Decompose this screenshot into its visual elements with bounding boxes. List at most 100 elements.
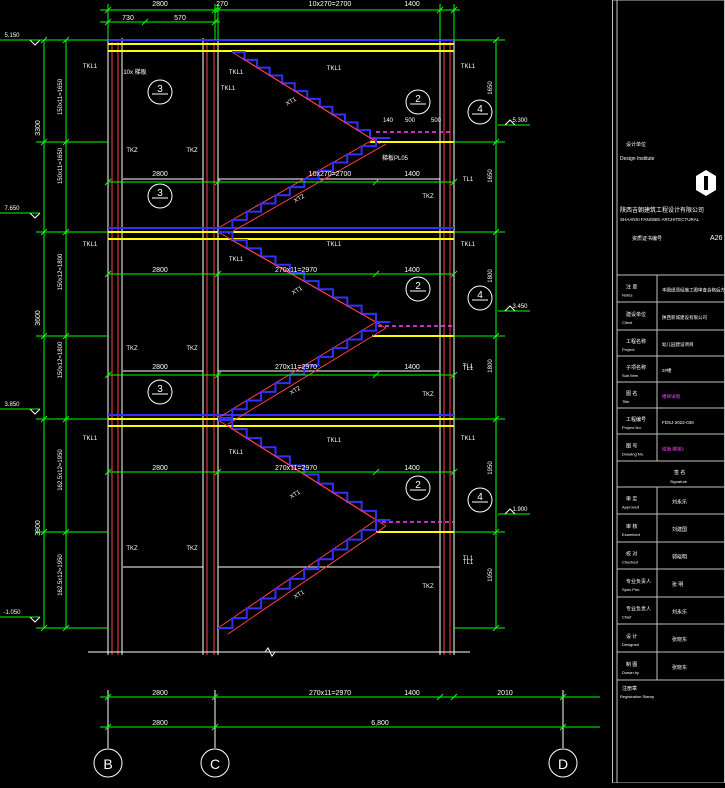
column-label: TKZ xyxy=(126,346,138,352)
dim-tick xyxy=(40,415,48,423)
dim-label: 3300 xyxy=(35,120,42,136)
row-value: 陕西新城建设有限公司 xyxy=(662,314,707,321)
dim-label: 1950 xyxy=(488,461,494,475)
dim-label: 1650 xyxy=(488,169,494,183)
stair-label: XT2 xyxy=(293,193,306,204)
dim-tick xyxy=(214,270,222,278)
section-bubble xyxy=(405,89,431,115)
row-label-en: Title xyxy=(622,399,630,404)
cert-number: A26 xyxy=(710,235,723,242)
sign-role: 设 计 xyxy=(626,633,637,640)
dim-tick xyxy=(211,6,219,14)
dim-tick xyxy=(372,270,380,278)
sign-role-en: Designed xyxy=(622,642,639,647)
sign-role-en: Drawn by xyxy=(622,670,639,675)
note-label: 10x 梯板 xyxy=(123,68,146,76)
dim-tick xyxy=(62,228,70,236)
sign-role: 审 定 xyxy=(626,496,637,503)
dim-tick xyxy=(104,468,112,476)
stair-treads xyxy=(218,419,391,521)
dim-tick xyxy=(40,332,48,340)
dim-tick xyxy=(214,178,222,186)
dim-tick xyxy=(214,6,222,14)
sign-role-en: Chief xyxy=(622,615,632,620)
section-bubble xyxy=(467,487,493,513)
row-value: 楼梯详图 xyxy=(662,393,680,400)
dim-label: 2800 xyxy=(152,364,168,371)
dim-tick xyxy=(62,415,70,423)
section-mark: 2 xyxy=(415,281,421,292)
dim-label: 3900 xyxy=(35,520,42,536)
institute-label: 设计单位 xyxy=(626,141,646,148)
dim-label: 10x270=2700 xyxy=(309,171,352,178)
column-label: TKZ xyxy=(422,194,434,200)
stair-treads xyxy=(218,231,391,323)
grid-bubble xyxy=(93,748,123,778)
grid-bubble xyxy=(548,748,578,778)
column-label: TKZ xyxy=(422,392,434,398)
beam-label: TKL1 xyxy=(83,436,98,442)
beam-label: TKL1 xyxy=(461,64,476,70)
signature-label-en: Signature xyxy=(670,479,688,484)
dim-tick xyxy=(372,468,380,476)
cert-label: 资质证书编号 xyxy=(632,235,662,242)
elevation-mark xyxy=(29,212,41,219)
row-value: 结施-楼梯2 xyxy=(662,446,684,453)
sign-name: 张晓东 xyxy=(672,664,687,671)
grid-label: C xyxy=(210,756,220,772)
stair-treads xyxy=(218,321,391,419)
dim-label: 1400 xyxy=(404,171,420,178)
dim-label: 1400 xyxy=(404,1,420,8)
beam-label: TKL1 xyxy=(83,64,98,70)
sign-role-en: Approved xyxy=(622,505,639,510)
stair-label: XT1 xyxy=(293,589,306,600)
dim-label: 1400 xyxy=(404,690,420,697)
grid-bubble xyxy=(200,748,230,778)
beam-label: TKL1 xyxy=(229,450,244,456)
row-value: 2#楼 xyxy=(662,367,672,374)
beam-label: TKL1 xyxy=(327,242,342,248)
column-label: TKZ xyxy=(422,584,434,590)
stair-label: XT1 xyxy=(289,489,302,500)
dim-tick xyxy=(492,624,500,632)
section-bubble xyxy=(405,475,431,501)
dim-label: 2800 xyxy=(152,1,168,8)
beam-label: TL1 xyxy=(463,556,474,562)
dim-label: 1800 xyxy=(488,359,494,373)
column-label: TKZ xyxy=(186,148,198,154)
dim-label: 730 xyxy=(122,15,134,22)
stair-treads xyxy=(218,137,391,229)
dim-tick xyxy=(62,332,70,340)
row-label: 工程编号 xyxy=(626,416,646,423)
dim-tick xyxy=(141,18,149,26)
row-label: 注 意 xyxy=(626,284,637,291)
stair-flight-soffit xyxy=(227,525,387,635)
dim-label: 150x12=1800 xyxy=(58,253,64,290)
sign-role: 校 对 xyxy=(626,551,637,558)
beam-label: TKL1 xyxy=(221,86,236,92)
grid-label: B xyxy=(103,756,112,772)
dim-tick xyxy=(62,138,70,146)
company-name: 陕西吉朝建筑工程设计有限公司 xyxy=(620,206,704,214)
sign-role: 审 核 xyxy=(626,523,637,530)
dim-tick xyxy=(211,723,219,731)
registration-label: 注册章 xyxy=(622,685,637,692)
dim-label: 270 xyxy=(216,1,228,8)
row-label-en: Sub Item xyxy=(622,373,639,378)
dim-label: 1650 xyxy=(488,81,494,95)
stair-flight-edge xyxy=(217,321,377,419)
stair-flight-soffit xyxy=(227,237,387,329)
dim-tick xyxy=(40,228,48,236)
sign-role: 制 图 xyxy=(626,661,637,668)
elevation-mark xyxy=(29,616,41,623)
section-bubble xyxy=(147,379,173,405)
beam-label: TKL1 xyxy=(229,70,244,76)
company-logo xyxy=(696,170,716,196)
dim-tick xyxy=(104,693,112,701)
beam-label: TKL1 xyxy=(229,257,244,263)
dim-label: 2800 xyxy=(152,171,168,178)
row-value: 幼儿园建设项目 xyxy=(662,341,694,348)
dim-tick xyxy=(214,371,222,379)
beam-label: TL1 xyxy=(463,364,474,370)
signature-label: 签 名 xyxy=(674,469,685,476)
